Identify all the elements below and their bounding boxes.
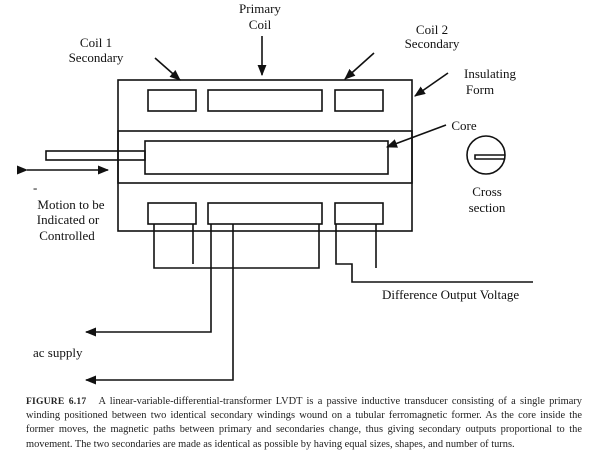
motion-label-line2: Indicated or	[37, 212, 100, 227]
primary-lead-right	[84, 224, 234, 385]
difference-output-label: Difference Output Voltage	[382, 287, 519, 302]
insulating-arrow	[414, 72, 449, 97]
core-arrow	[385, 124, 447, 148]
caption-text: A linear-variable-differential-transform…	[26, 396, 582, 450]
cross-section-label-line1: Cross	[472, 184, 502, 199]
coil1-arrow	[154, 57, 181, 81]
coil1-lead-inner	[153, 224, 320, 269]
motion-label-line1: Motion to be	[37, 197, 104, 212]
coil2-label-line1: Coil 2	[416, 22, 448, 37]
lvdt-diagram: Primary Coil Coil 1 Secondary Coil 2 Sec…	[16, 1, 533, 385]
coil1-bottom-slot	[147, 202, 197, 225]
primary-bottom-slot	[207, 202, 323, 225]
core	[144, 140, 389, 175]
coil1-label-line2: Secondary	[69, 50, 124, 65]
coil2-arrow	[344, 52, 375, 80]
insulating-label-line2: Form	[466, 82, 494, 97]
coil2-bottom-slot	[334, 202, 384, 225]
insulating-former	[117, 79, 413, 232]
former-bore	[117, 130, 413, 184]
core-rod	[45, 150, 146, 161]
coil1-label-line1: Coil 1	[80, 35, 112, 50]
ac-supply-label: ac supply	[33, 345, 83, 360]
primary-top-slot	[207, 89, 323, 112]
primary-label-line1: Primary	[239, 1, 281, 16]
coil1-top-slot	[147, 89, 197, 112]
core-label: Core	[451, 118, 477, 133]
motion-label-line3: Controlled	[39, 228, 95, 243]
figure-caption: FIGURE 6.17 A linear-variable-differenti…	[26, 395, 582, 452]
primary-lead-left	[84, 224, 212, 337]
coil2-top-slot	[334, 89, 384, 112]
insulating-label-line1: Insulating	[464, 66, 516, 81]
cross-section-label-line2: section	[469, 200, 506, 215]
motion-dash: -	[33, 180, 37, 195]
output-lead	[335, 224, 533, 283]
primary-label-line2: Coil	[249, 17, 272, 32]
cross-section-slot	[474, 154, 505, 160]
coil2-label-line2: Secondary	[405, 36, 460, 51]
figure-number: FIGURE 6.17	[26, 396, 87, 407]
